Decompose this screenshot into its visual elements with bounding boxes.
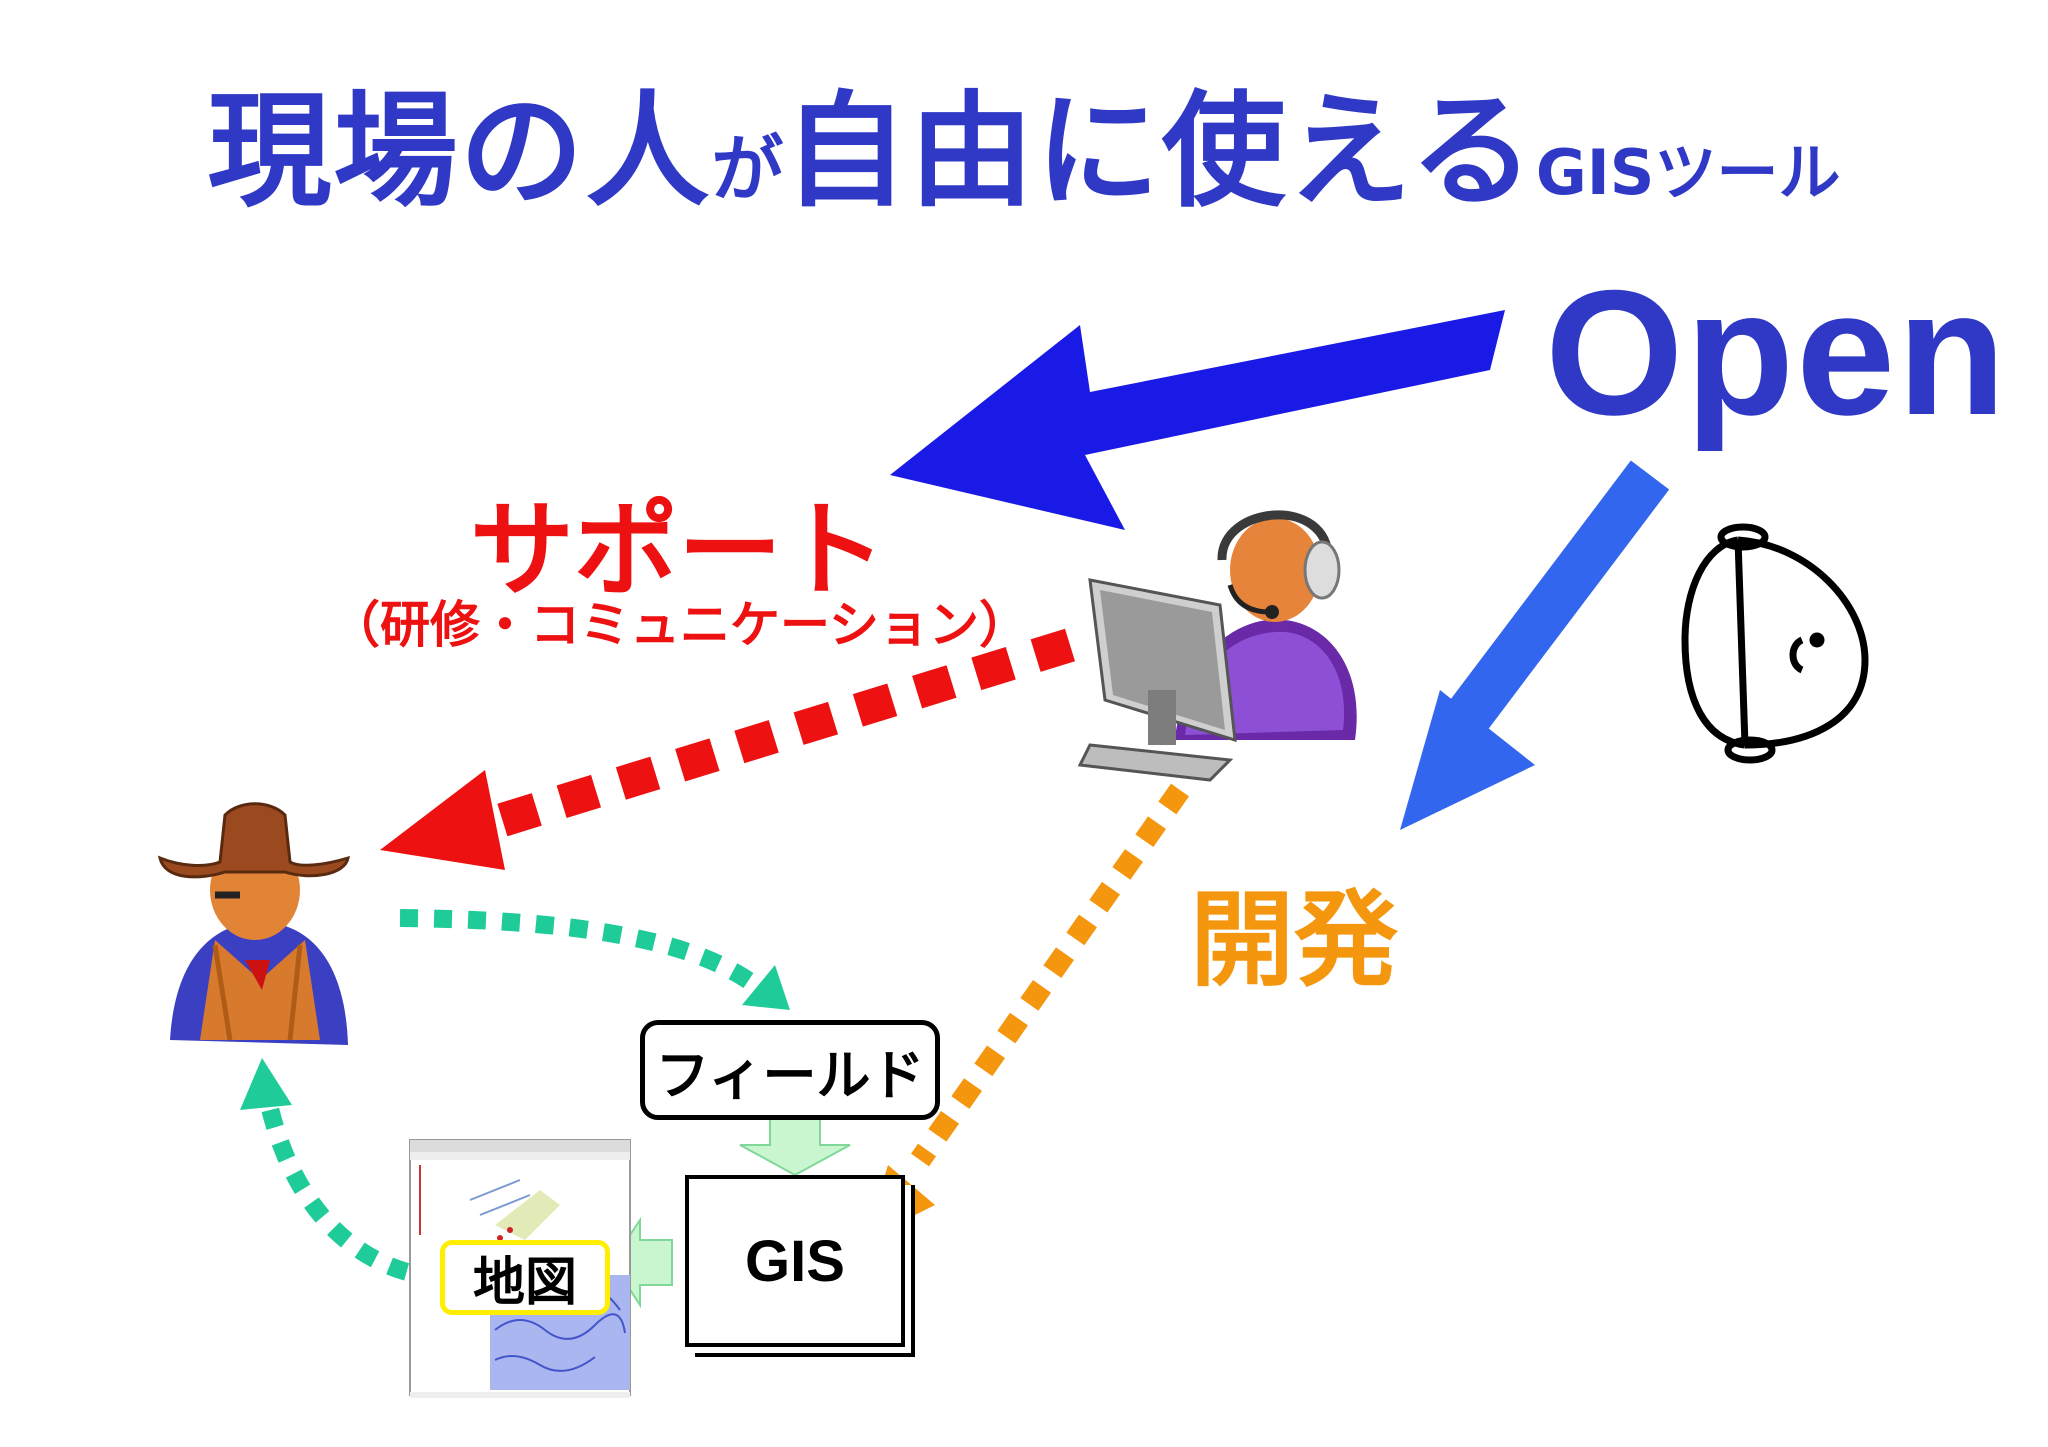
title-part3: 自由に使える xyxy=(783,80,1536,224)
cowboy-user-icon xyxy=(157,802,350,1045)
development-label: 開発 xyxy=(1190,879,1399,1001)
gis-label: GIS xyxy=(745,1228,845,1294)
user-to-field-arrow xyxy=(399,909,790,1010)
open-to-support-arrow xyxy=(890,310,1505,530)
open-to-development-arrow xyxy=(1400,460,1670,830)
title-part4: GISツール xyxy=(1535,136,1841,209)
computer-monitor-icon xyxy=(1077,578,1237,782)
gis-box: GIS xyxy=(685,1175,905,1347)
support-dotted-arrow xyxy=(380,628,1076,870)
title-part2: が xyxy=(711,127,784,211)
map-label: 地図 xyxy=(472,1253,577,1313)
support-sub-label: （研修・コミュニケーション） xyxy=(330,596,1029,654)
helmet-mascot-icon xyxy=(1681,523,1869,764)
field-to-gis-arrow xyxy=(739,1117,851,1177)
open-label: Open xyxy=(1545,253,2008,452)
field-label: フィールド xyxy=(655,1043,925,1107)
development-dotted-arrow xyxy=(865,783,1190,1240)
title-part1: 現場の人 xyxy=(207,80,712,224)
page-title: 現場の人が自由に使えるGISツール xyxy=(0,50,2048,230)
support-label: サポート xyxy=(470,489,887,611)
map-label-box: 地図 xyxy=(440,1240,610,1315)
headset-operator-icon xyxy=(1077,510,1357,782)
field-box: フィールド xyxy=(640,1020,940,1120)
map-to-user-arrow xyxy=(240,1058,441,1287)
